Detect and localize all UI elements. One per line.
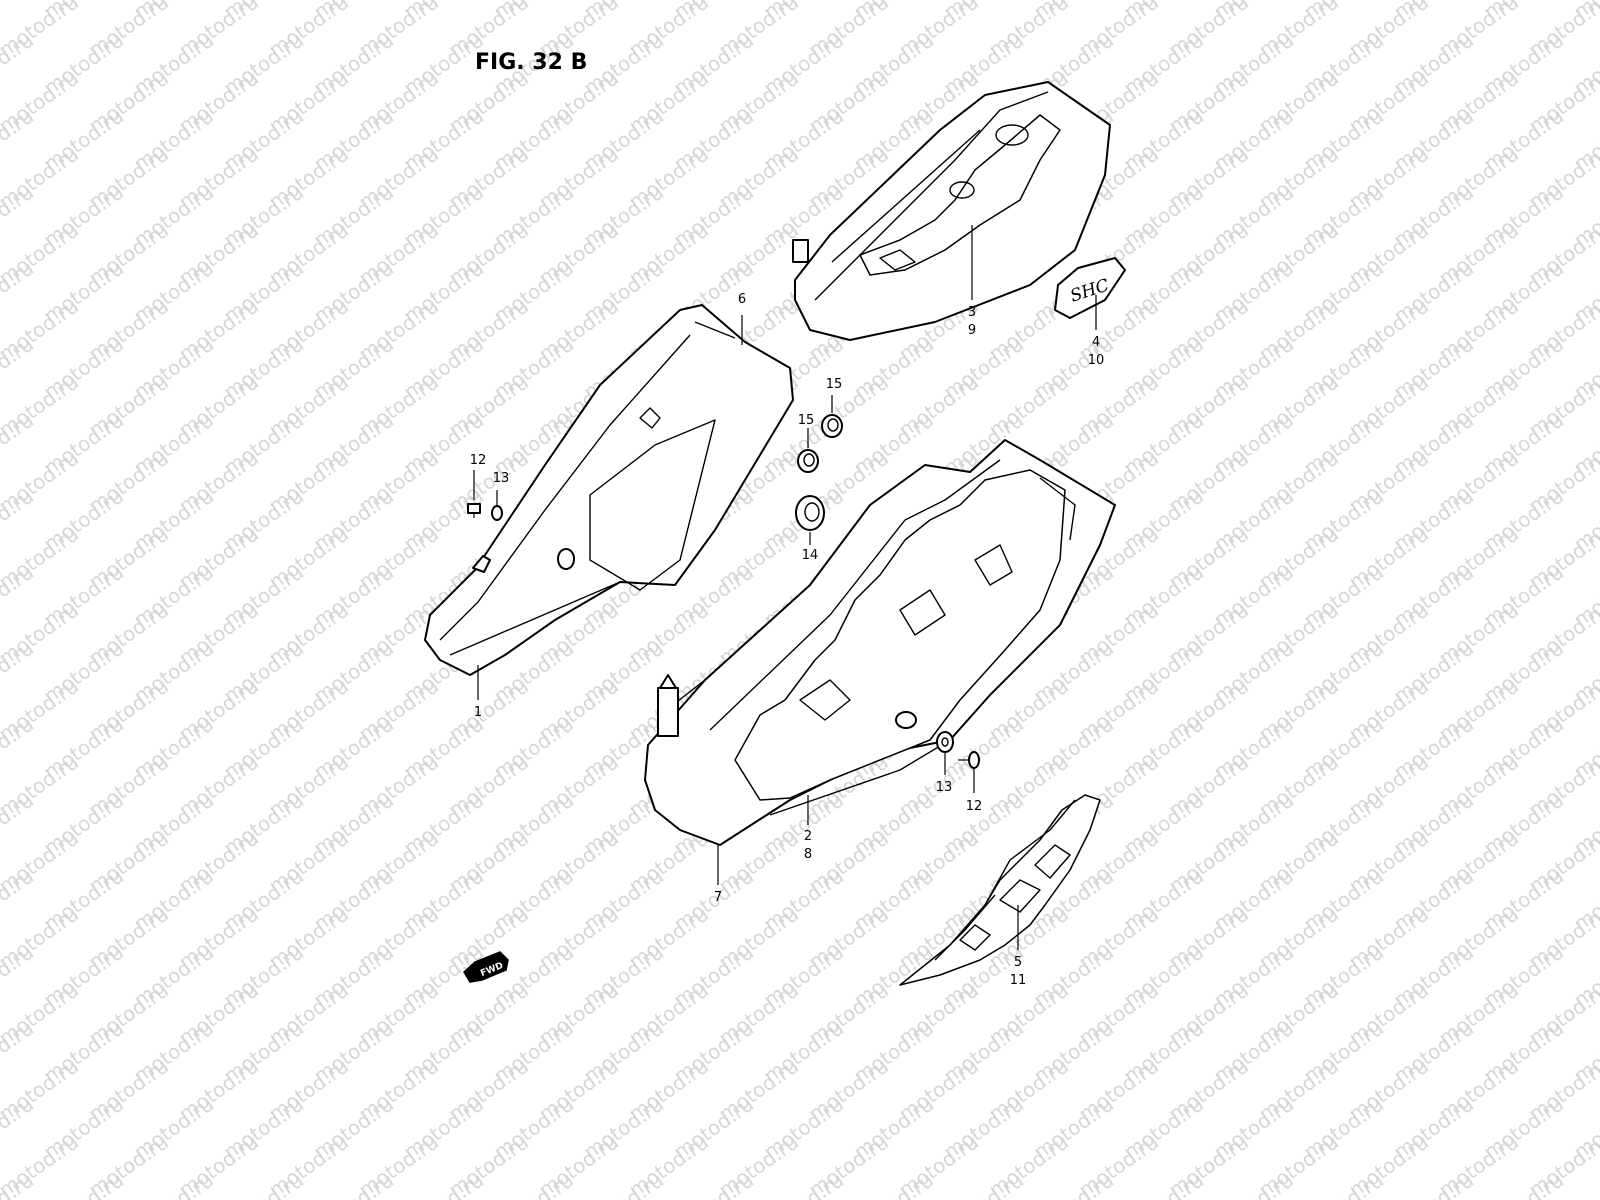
watermark-text: motod.ru: [1119, 1168, 1208, 1200]
watermark-text: motod.ru: [129, 1168, 218, 1200]
mounting-pin: [472, 555, 491, 573]
part-250-decal: [899, 794, 1101, 986]
watermark-text: motod.ru: [1029, 1168, 1118, 1200]
part-washer-left: [491, 505, 503, 521]
watermark-text: motod.ru: [1209, 1168, 1298, 1200]
callout-1: 1: [474, 705, 482, 720]
callout-8: 8: [804, 847, 812, 862]
figure-title: FIG. 32 B: [475, 50, 587, 75]
callout-11: 11: [1010, 973, 1027, 988]
watermark-text: motod.ru: [309, 1168, 398, 1200]
cover-decal-pattern: [859, 114, 1061, 276]
watermark-text: motod.ru: [759, 1168, 848, 1200]
callout-14: 14: [802, 548, 819, 563]
callout-4: 4: [1092, 335, 1100, 350]
watermark-text: motod.ru: [399, 1168, 488, 1200]
mounting-pin: [657, 687, 679, 737]
watermark-text: motod.ru: [1479, 1168, 1568, 1200]
callout-9: 9: [968, 323, 976, 338]
part-left-side-cover: [424, 304, 794, 676]
callout-13-left: 13: [493, 471, 510, 486]
callout-15-b: 15: [798, 413, 815, 428]
watermark-text: motod.ru: [939, 1168, 1028, 1200]
watermark-text: motod.ru: [849, 1168, 938, 1200]
callout-5: 5: [1014, 955, 1022, 970]
callout-2: 2: [804, 829, 812, 844]
watermark-text: motod.ru: [219, 1168, 308, 1200]
watermark-text: motod.ru: [669, 1168, 758, 1200]
mounting-pin: [792, 239, 809, 263]
callout-15-a: 15: [826, 377, 843, 392]
part-screw-left: [467, 503, 481, 518]
watermark-text: motod.ru: [1299, 1168, 1388, 1200]
part-upper-side-cover: [792, 81, 1111, 341]
part-lower-side-cover: [644, 439, 1116, 846]
callouts: 1 6 3 9 4 10 5 11 2 8 7 12 13 15 15 14 1…: [470, 292, 1105, 988]
part-grommet-small-a: [797, 449, 819, 473]
callout-13-right: 13: [936, 780, 953, 795]
callout-3: 3: [968, 305, 976, 320]
callout-12-right: 12: [966, 799, 983, 814]
callout-7: 7: [714, 890, 722, 905]
callout-12-left: 12: [470, 453, 487, 468]
grommet-hole: [557, 548, 575, 570]
callout-6: 6: [738, 292, 746, 307]
part-grommet-small-b: [821, 414, 843, 438]
watermark-text: motod.ru: [39, 1168, 128, 1200]
callout-10: 10: [1088, 353, 1105, 368]
grommet-hole: [895, 711, 917, 729]
part-emblem: SHC: [1054, 257, 1126, 319]
cover-decal-pattern: [734, 469, 1066, 801]
watermark-text: motod.ru: [579, 1168, 668, 1200]
leader-lines: [473, 225, 1097, 950]
watermark-text: motod.ru: [1389, 1168, 1478, 1200]
watermark-text: motod.ru: [489, 1168, 578, 1200]
part-grommet-large: [795, 495, 825, 531]
part-washer-right: [936, 731, 954, 753]
